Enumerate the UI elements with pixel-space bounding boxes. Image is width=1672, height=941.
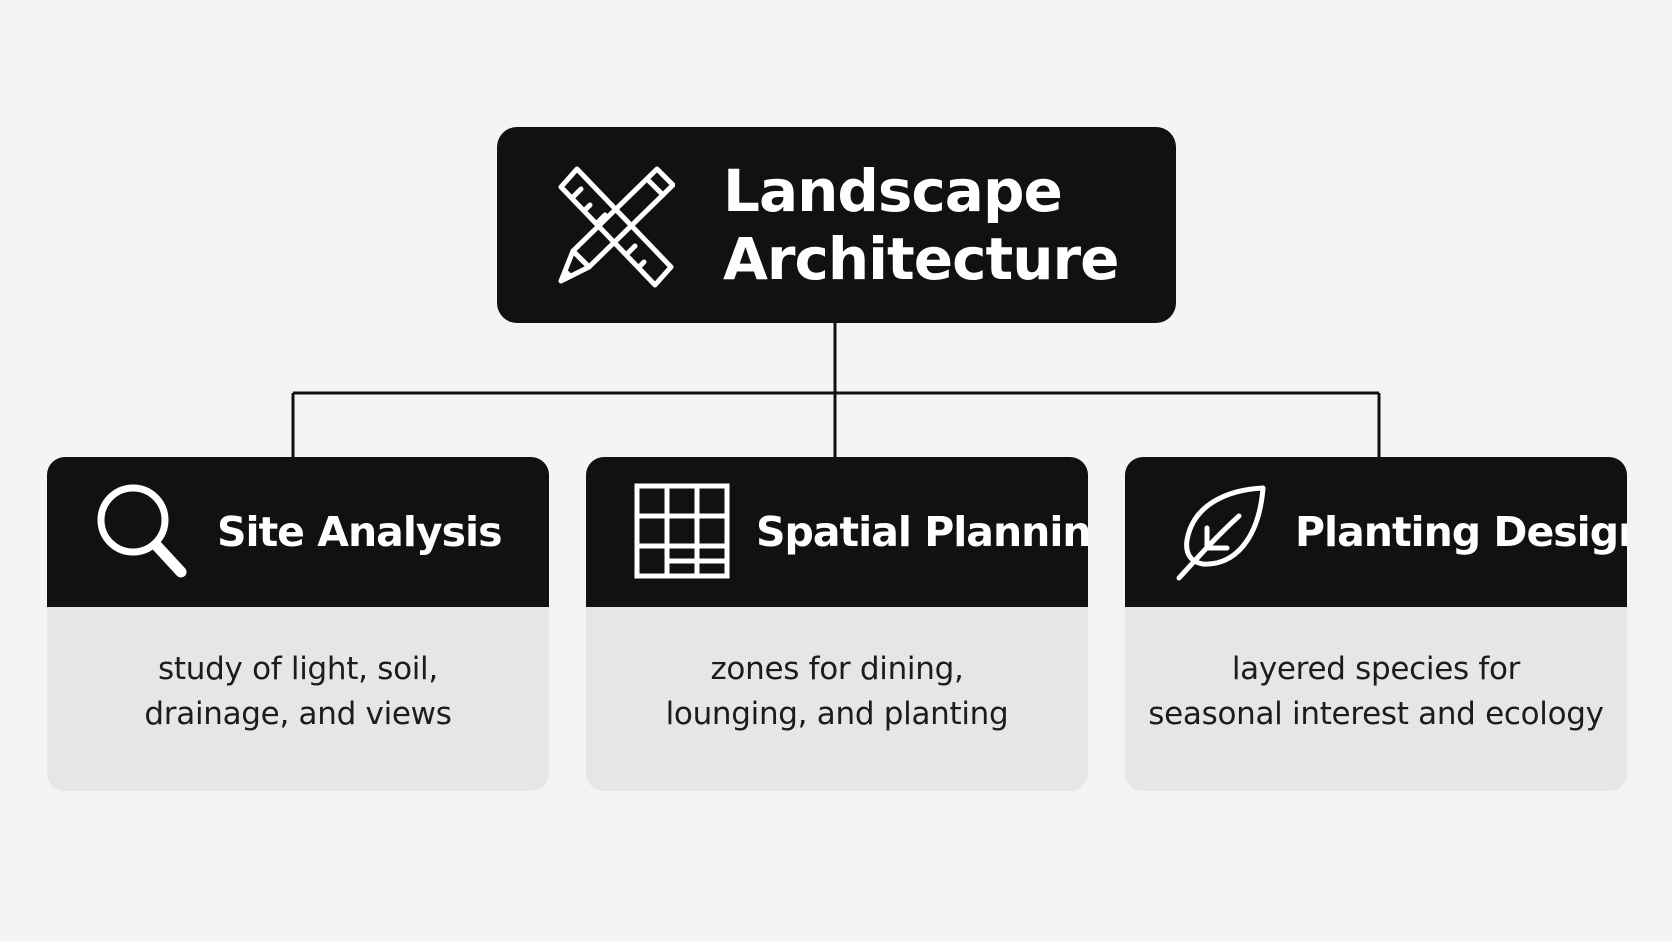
ruler-pencil-crossed-icon [557, 163, 675, 288]
leaf-icon [1173, 482, 1269, 582]
card-title: Spatial Planning [756, 508, 1088, 556]
card-body: layered species for seasonal interest an… [1125, 607, 1627, 791]
card-body: study of light, soil, drainage, and view… [47, 607, 549, 791]
card-header: Planting Design [1125, 457, 1627, 607]
root-title: Landscape Architecture [723, 157, 1119, 293]
card-description: study of light, soil, drainage, and view… [144, 651, 452, 732]
grid-layout-icon [634, 482, 730, 582]
card-spatial-planning: Spatial Planning zones for dining, loung… [586, 457, 1088, 791]
card-header: Spatial Planning [586, 457, 1088, 607]
card-title: Planting Design [1295, 508, 1627, 556]
card-site-analysis: Site Analysis study of light, soil, drai… [47, 457, 549, 791]
card-title: Site Analysis [217, 508, 502, 556]
magnifying-glass-icon [95, 482, 191, 582]
card-description: zones for dining, lounging, and planting [665, 651, 1009, 732]
card-body: zones for dining, lounging, and planting [586, 607, 1088, 791]
card-planting-design: Planting Design layered species for seas… [1125, 457, 1627, 791]
card-header: Site Analysis [47, 457, 549, 607]
root-node: Landscape Architecture [497, 127, 1176, 323]
card-description: layered species for seasonal interest an… [1148, 651, 1604, 732]
